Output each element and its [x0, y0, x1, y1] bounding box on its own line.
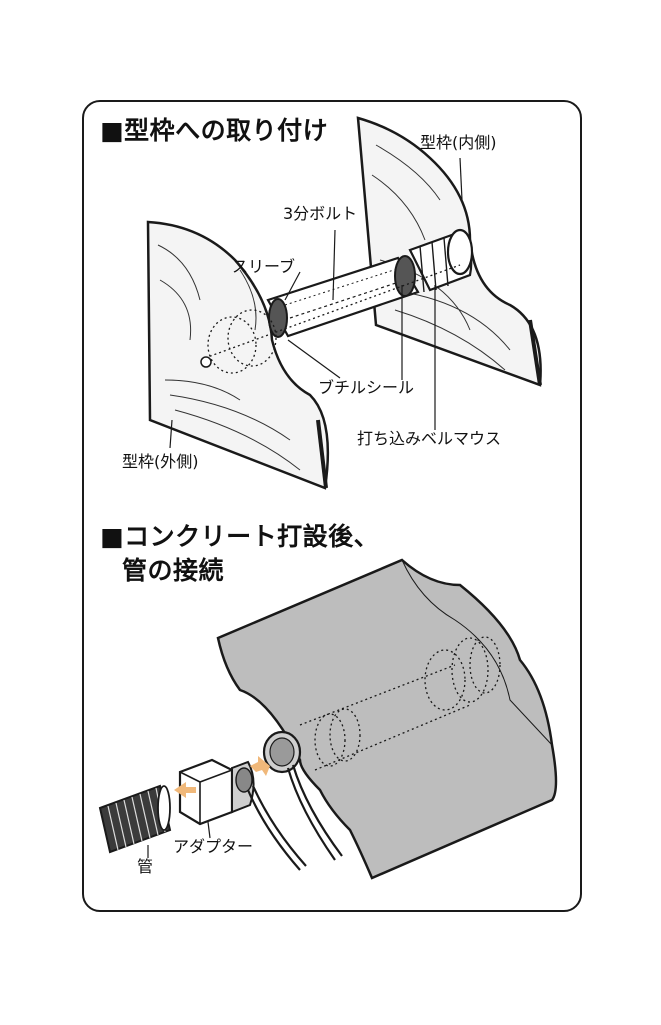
label-butyl-seal: ブチルシール: [318, 378, 415, 397]
leader-lines-1: [169, 157, 463, 449]
label-adapter: アダプター: [173, 837, 254, 856]
label-form-inner: 型枠(内側): [420, 133, 497, 152]
diagram-card: [82, 100, 582, 912]
section1-heading: ■型枠への取り付け: [100, 116, 329, 145]
butyl-seal-ring: [268, 298, 288, 338]
sleeve-pipe: [266, 255, 420, 338]
label-form-outer: 型枠(外側): [122, 452, 199, 471]
corrugated-pipe: [98, 784, 172, 854]
bolt-end-icon: [200, 356, 212, 368]
insert-arrow-icon: [174, 756, 270, 798]
label-bellmouth: 打ち込みベルマウス: [357, 429, 502, 448]
section2-heading-line1: ■コンクリート打設後、: [100, 522, 380, 551]
cables: [246, 764, 343, 871]
bellmouth-fitting: [408, 228, 474, 293]
label-pipe: 管: [137, 857, 154, 876]
bellmouth-opening: [262, 730, 302, 774]
label-sleeve: スリーブ: [232, 257, 296, 276]
label-bolt: 3分ボルト: [283, 204, 358, 223]
outer-form-panel: [146, 220, 330, 490]
concrete-block: [216, 558, 558, 880]
embedded-sleeve-dotted: [299, 636, 501, 771]
leader-lines-2: [147, 821, 211, 858]
adapter-part: [178, 758, 255, 826]
bolt-dotted: [204, 264, 461, 374]
section2-heading-line2: 管の接続: [122, 556, 225, 585]
